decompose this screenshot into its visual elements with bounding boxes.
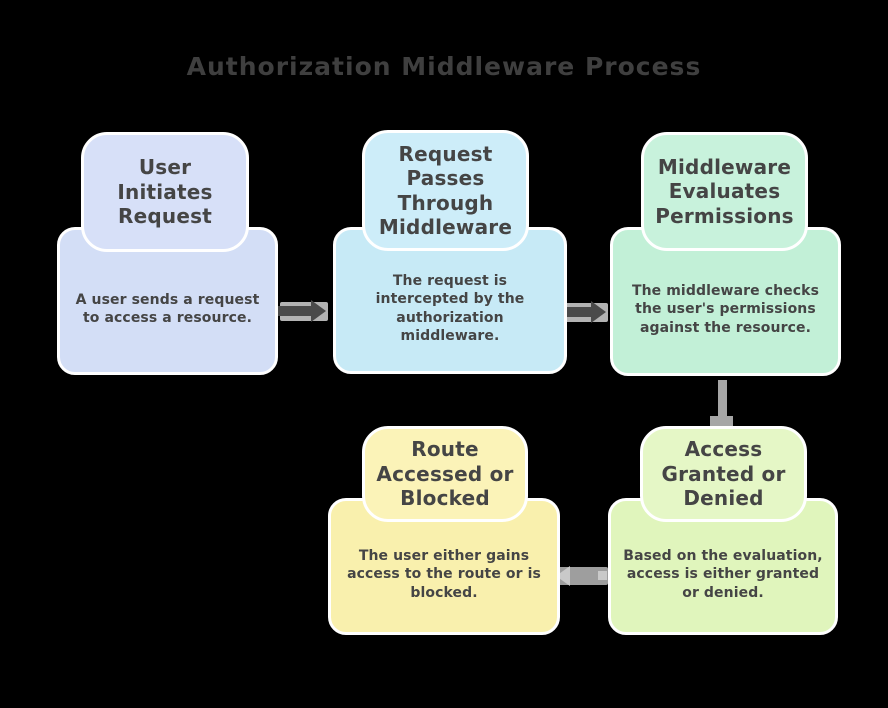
arrow-shaft (558, 567, 608, 585)
node-body-middleware-evaluates-permissions: The middleware checks the user's permiss… (610, 227, 841, 376)
arrow-shaft (267, 306, 313, 316)
node-description: The middleware checks the user's permiss… (631, 282, 820, 336)
node-title: Middleware Evaluates Permissions (655, 154, 794, 228)
node-title: Access Granted or Denied (661, 437, 786, 511)
node-body-request-passes-through-middleware: The request is intercepted by the author… (333, 227, 567, 374)
node-header-middleware-evaluates-permissions: Middleware Evaluates Permissions (641, 132, 808, 251)
node-description: A user sends a request to access a resou… (75, 291, 260, 326)
connector-arrow-right-2-3-icon (547, 301, 609, 323)
node-header-user-initiates-request: User Initiates Request (81, 132, 249, 252)
node-title: Route Accessed or Blocked (376, 437, 514, 511)
arrow-tail-notch (598, 571, 607, 580)
node-header-route-accessed-or-blocked: Route Accessed or Blocked (362, 426, 528, 522)
connector-arrow-down-3-5-icon (710, 380, 734, 432)
node-title: User Initiates Request (117, 155, 213, 229)
node-body-access-granted-or-denied: Based on the evaluation, access is eithe… (608, 498, 838, 635)
node-description: Based on the evaluation, access is eithe… (623, 547, 823, 601)
node-title: Request Passes Through Middleware (378, 141, 513, 239)
diagram-title: Authorization Middleware Process (186, 52, 702, 81)
node-description: The user either gains access to the rout… (347, 547, 541, 601)
arrow-head-right-icon (311, 300, 326, 322)
arrow-shaft (718, 380, 727, 418)
arrow-head-right-icon (591, 301, 606, 323)
node-header-request-passes-through-middleware: Request Passes Through Middleware (362, 130, 529, 251)
connector-arrow-right-1-2-icon (267, 300, 329, 322)
node-header-access-granted-or-denied: Access Granted or Denied (640, 426, 807, 522)
connector-arrow-left-5-4-icon (556, 566, 608, 586)
node-description: The request is intercepted by the author… (375, 272, 525, 344)
arrow-shaft (547, 307, 593, 317)
